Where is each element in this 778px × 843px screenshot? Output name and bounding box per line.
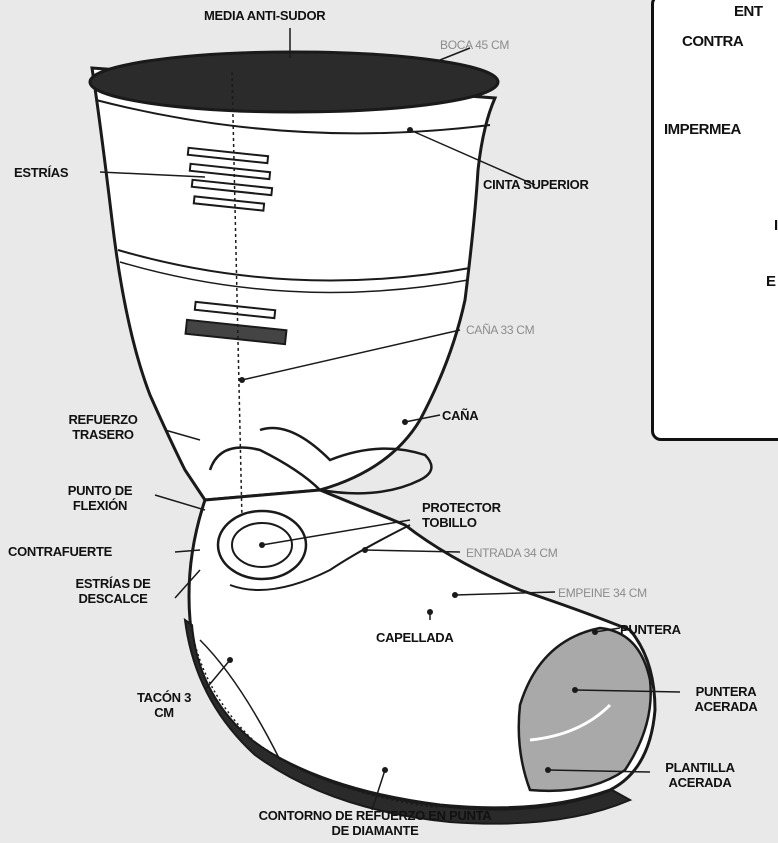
label-contrafuerte: CONTRAFUERTE	[8, 544, 112, 559]
label-cana: CAÑA	[442, 408, 478, 423]
label-protector-tobillo: PROTECTOR TOBILLO	[422, 500, 552, 530]
boot-opening	[90, 52, 498, 112]
label-puntera-acerada: PUNTERA ACERADA	[676, 684, 776, 714]
spec-line-3: IMPERMEA	[664, 121, 741, 138]
label-estrias: ESTRÍAS	[14, 165, 68, 180]
label-punto-flexion: PUNTO DE FLEXIÓN	[50, 483, 150, 513]
label-plantilla-acerada: PLANTILLA ACERADA	[650, 760, 750, 790]
spec-line-2: CONTRA	[682, 33, 743, 50]
spec-line-5: E	[766, 273, 776, 290]
spec-box: ENT CONTRA IMPERMEA I E	[651, 0, 778, 441]
label-puntera: PUNTERA	[620, 622, 681, 637]
label-entrada: ENTRADA 34 CM	[466, 546, 557, 561]
label-refuerzo-trasero: REFUERZO TRASERO	[48, 412, 158, 442]
label-contorno: CONTORNO DE REFUERZO EN PUNTA DE DIAMANT…	[250, 808, 500, 838]
label-estrias-descalce: ESTRÍAS DE DESCALCE	[48, 576, 178, 606]
spec-line-1: ENT	[734, 3, 763, 20]
spec-line-4: I	[774, 217, 778, 234]
label-boca: BOCA 45 CM	[440, 38, 509, 53]
label-tacon: TACÓN 3 CM	[128, 690, 200, 720]
label-empeine: EMPEINE 34 CM	[558, 586, 647, 601]
label-cinta-superior: CINTA SUPERIOR	[483, 177, 589, 192]
label-capellada: CAPELLADA	[376, 630, 453, 645]
label-cana-medida: CAÑA 33 CM	[466, 323, 534, 338]
label-media-anti-sudor: MEDIA ANTI-SUDOR	[204, 8, 325, 23]
